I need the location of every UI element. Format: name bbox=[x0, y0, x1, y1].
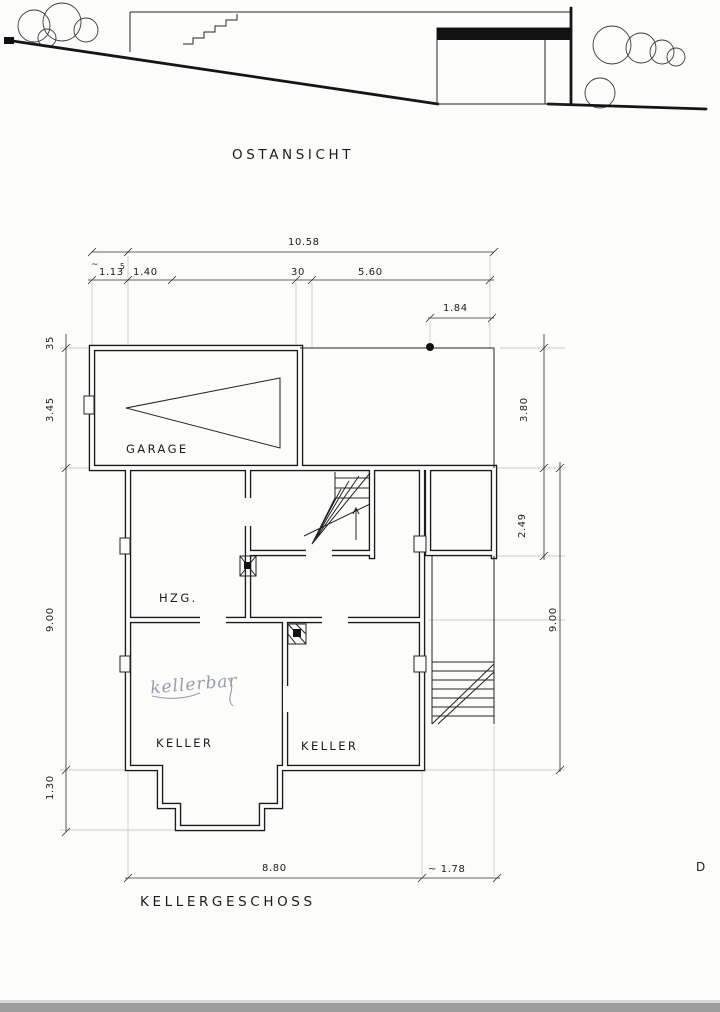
terrain-ground-line bbox=[546, 102, 708, 111]
dim-w2: 1.40 bbox=[133, 267, 158, 278]
dim-l3: 9.00 bbox=[45, 607, 56, 632]
sheet-marker-d: D bbox=[696, 860, 705, 874]
dim-b1: 8.80 bbox=[262, 863, 287, 874]
handwritten-flourish bbox=[151, 677, 234, 707]
dim-r3: 9.00 bbox=[548, 607, 559, 632]
plan-details bbox=[83, 343, 495, 725]
dim-w3: 30 bbox=[291, 267, 305, 278]
tree-icons-left bbox=[17, 2, 99, 48]
dim-w4: 5.60 bbox=[358, 267, 383, 278]
dim-l1: 35 bbox=[45, 336, 56, 350]
handwritten-text: kellerbar bbox=[149, 671, 238, 699]
dimension-labels: 10.58 ~ 1.13 5 1.40 30 5.60 1.84 35 3.45… bbox=[45, 237, 705, 875]
room-label-hzg: HZG. bbox=[159, 591, 198, 605]
room-label-garage: GARAGE bbox=[126, 442, 189, 456]
dim-tilde-mark: ~ bbox=[91, 260, 99, 270]
dim-l2: 3.45 bbox=[45, 397, 56, 422]
chimney-symbol-b bbox=[287, 623, 307, 645]
dimension-ticks bbox=[61, 247, 565, 883]
room-label-keller-right: KELLER bbox=[301, 739, 358, 753]
dim-b2: ~ 1.78 bbox=[428, 864, 465, 875]
handwritten-annotation: kellerbar bbox=[149, 671, 238, 707]
elevation-title: OSTANSICHT bbox=[232, 147, 354, 163]
dim-l4: 1.30 bbox=[45, 775, 56, 800]
exterior-stairs bbox=[431, 556, 495, 725]
garage-ramp-wedge bbox=[125, 377, 281, 449]
building-roof-band bbox=[437, 28, 571, 40]
room-labels: GARAGE HZG. KELLER KELLER bbox=[126, 442, 358, 753]
wall-piers bbox=[83, 395, 427, 673]
scan-bottom-band bbox=[0, 1000, 720, 1012]
reference-dot bbox=[426, 343, 434, 351]
building-stairs-profile bbox=[183, 14, 238, 45]
tree-icons-right bbox=[584, 25, 686, 109]
dim-w1: 1.13 bbox=[99, 267, 124, 278]
plan-title: KELLERGESCHOSS bbox=[140, 894, 316, 910]
dim-w1-sup: 5 bbox=[120, 262, 125, 271]
chimney-symbol-a bbox=[239, 555, 257, 577]
dim-total-width: 10.58 bbox=[288, 237, 320, 248]
plan-walls bbox=[92, 348, 494, 828]
terrain-marker bbox=[4, 37, 14, 44]
terrain-slope-line bbox=[4, 38, 440, 106]
dimension-lines bbox=[61, 247, 565, 883]
dim-r2: 2.49 bbox=[517, 513, 528, 538]
interior-stairs bbox=[303, 472, 371, 545]
dim-w5: 1.84 bbox=[443, 303, 468, 314]
room-label-keller-left: KELLER bbox=[156, 736, 213, 750]
dim-r1: 3.80 bbox=[519, 397, 530, 422]
elevation-drawing: OSTANSICHT bbox=[4, 2, 708, 163]
building-roofline bbox=[129, 11, 570, 52]
